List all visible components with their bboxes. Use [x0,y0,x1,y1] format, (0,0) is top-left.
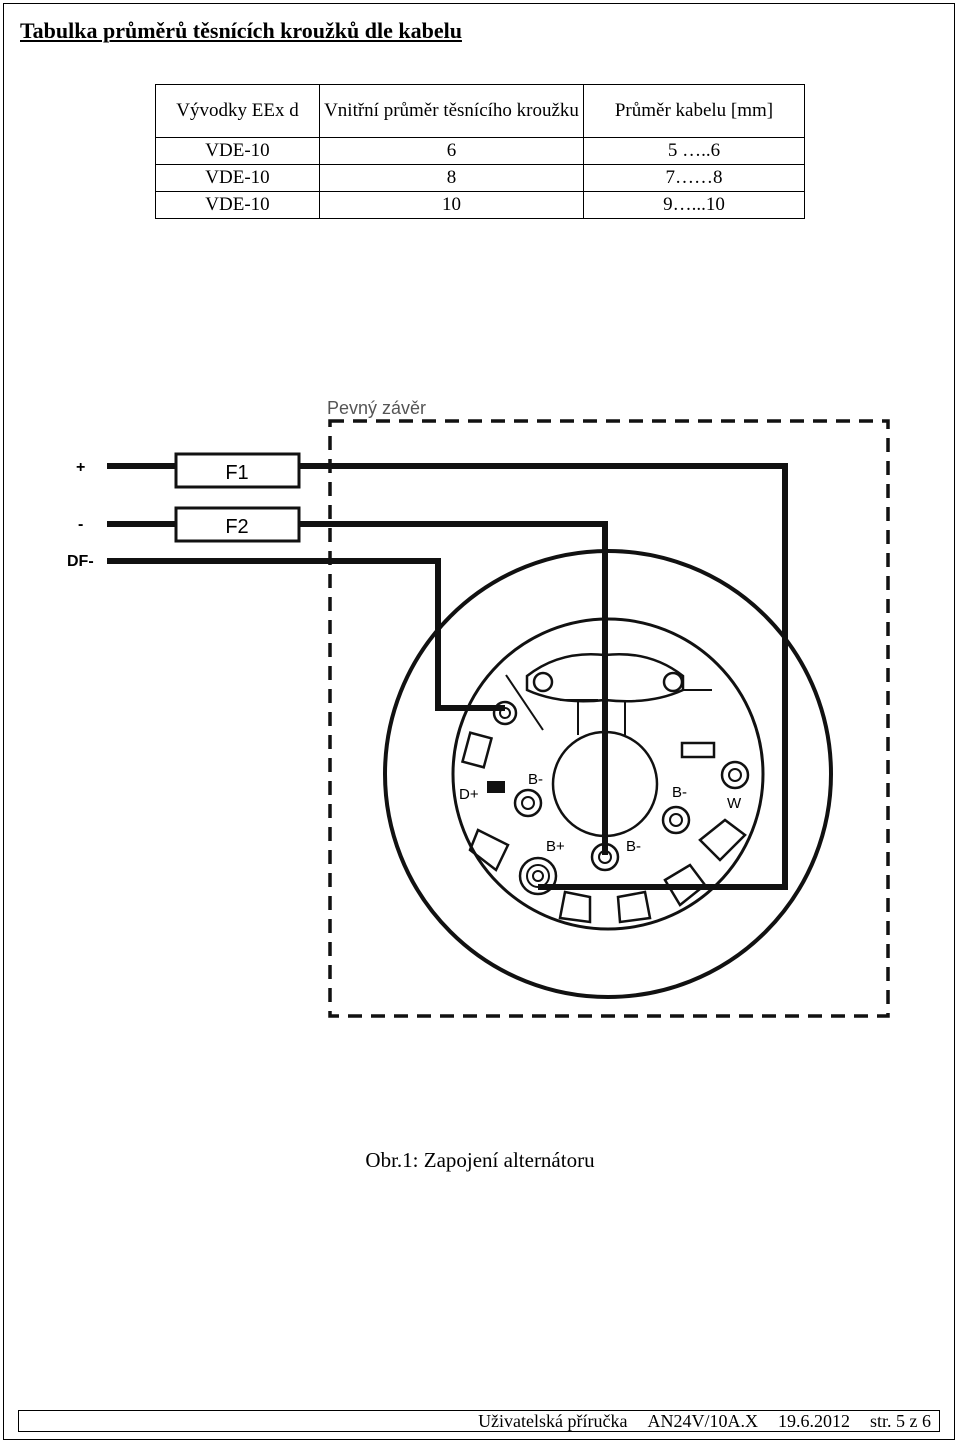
table-cell: 8 [319,164,584,192]
table-row: VDE-10 8 7……8 [155,164,805,192]
table-row: VDE-10 10 9…...10 [155,191,805,219]
enclosure-label: Pevný závěr [327,398,426,418]
footer-date: 19.6.2012 [778,1411,850,1431]
table-cell: 9…...10 [583,191,805,219]
terminal-df: DF- [67,553,94,570]
alternator [383,549,833,999]
alternator-wiring-diagram: Pevný závěr + - DF- F1 F2 [67,398,890,1018]
fuse-f1 [174,452,301,489]
label-b-minus: B- [672,784,687,801]
table-cell: 6 [319,137,584,165]
table-cell: VDE-10 [155,137,320,165]
label-b-plus: B+ [546,838,565,855]
terminal-minus: - [78,516,83,533]
table-header-row: Vývodky EEx d Vnitřní průměr těsnícího k… [155,84,805,138]
footer-manual: Uživatelská příručka [478,1411,628,1431]
label-d-plus: D+ [459,786,479,803]
table-row: VDE-10 6 5 …..6 [155,137,805,165]
wires [107,463,788,890]
table-cell: 5 …..6 [583,137,805,165]
label-b-minus: B- [626,838,641,855]
header-cell: Vývodky EEx d [155,84,320,138]
label-w: W [727,795,742,812]
table-cell: VDE-10 [155,191,320,219]
table-cell: VDE-10 [155,164,320,192]
figure-caption: Obr.1: Zapojení alternátoru [365,1148,595,1172]
fuse-f2 [174,506,301,543]
terminal-plus: + [76,459,85,476]
label-b-minus: B- [528,771,543,788]
table-cell: 7……8 [583,164,805,192]
page-border [3,3,955,1440]
table-cell: 10 [319,191,584,219]
fuse-f2-label: F2 [225,516,248,538]
page-title: Tabulka průměrů těsnících kroužků dle ka… [20,18,462,43]
enclosure-border [328,419,890,1018]
fuse-f1-label: F1 [225,462,248,484]
header-cell: Vnitřní průměr těsnícího kroužku [319,84,584,138]
footer-page: str. 5 z 6 [870,1411,931,1431]
seal-ring-table: Vývodky EEx d Vnitřní průměr těsnícího k… [155,84,805,219]
footer-doc-id: AN24V/10A.X [647,1411,759,1431]
page-footer: Uživatelská příručka AN24V/10A.X 19.6.20… [18,1410,940,1432]
header-cell: Průměr kabelu [mm] [583,84,805,138]
